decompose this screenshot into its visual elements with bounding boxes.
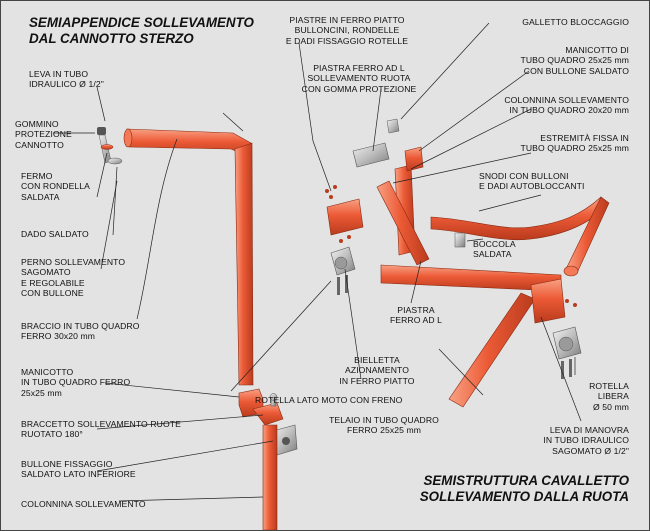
frame-tube-diagonal [448,292,536,408]
washer-stop [100,144,114,150]
free-wheel [552,326,582,379]
left-lifting-arm [97,127,298,530]
label-colonnina: COLONNINA SOLLEVAMENTO [21,499,146,509]
lever-tube-end [123,128,133,148]
bushing [454,232,466,248]
wheel-with-brake [330,246,356,295]
arm-tube-vertical [234,142,254,386]
leader-lines [53,22,582,502]
lever-end-cap [563,265,579,277]
brace-link [376,180,430,266]
label-rotella-moto: ROTELLA LATO MOTO CON FRENO [255,395,403,405]
wing-nut [386,118,400,134]
lifting-column [262,424,278,530]
frame-end-block [530,278,566,324]
fixing-bolt-head [269,393,278,401]
fixed-end [326,198,364,236]
l-plate-rubber [352,142,390,168]
right-stand-frame [325,118,610,408]
label-galletto: GALLETTO BLOCCAGGIO [522,17,629,27]
welded-nut [107,157,123,165]
title-left: SEMIAPPENDICE SOLLEVAMENTO DAL CANNOTTO … [29,15,254,46]
title-right: SEMISTRUTTURA CAVALLETTO SOLLEVAMENTO DA… [419,473,629,504]
rubber-cap [97,127,106,135]
wheel-bracket [252,402,284,426]
label-dado-saldato: DADO SALDATO [21,229,89,239]
lever-tube [126,128,252,158]
small-bolts [325,185,577,307]
